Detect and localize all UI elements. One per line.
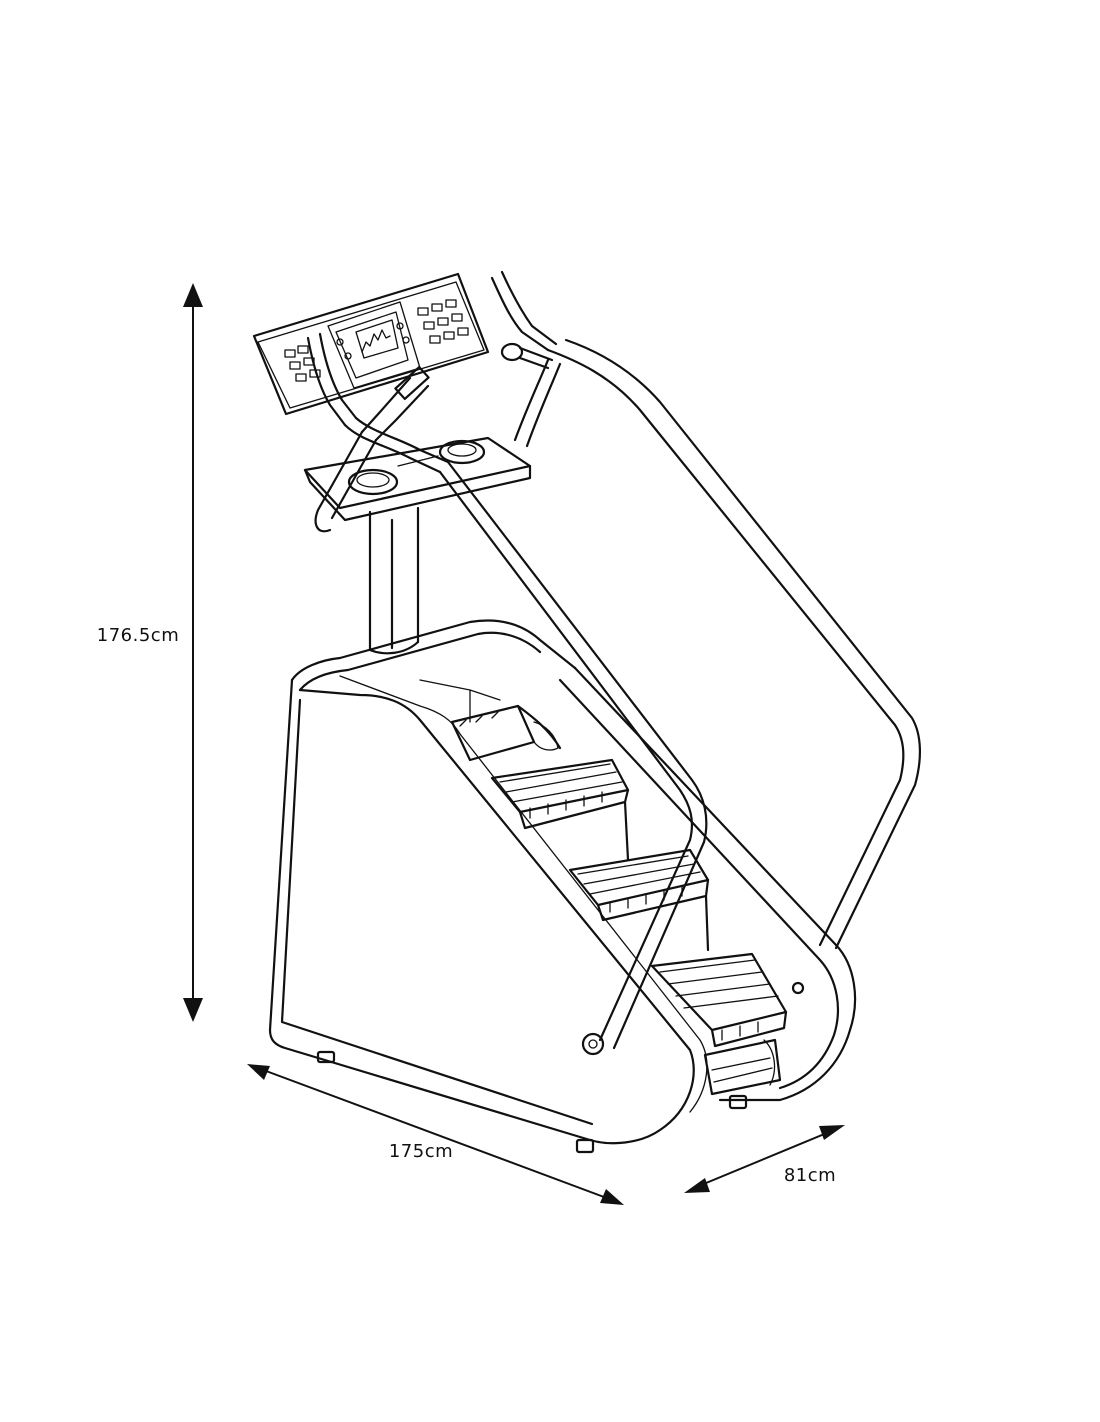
side-knob [791,981,805,995]
front-handles [306,332,430,442]
step-upper [490,758,630,862]
step-lower [650,952,788,1096]
stair-climber [252,270,922,1154]
length-dimension: 175cm [247,1064,624,1205]
main-housing [268,619,857,1145]
width-dimension: 81cm [684,1125,845,1193]
left-handrail [314,416,708,1056]
length-label: 175cm [389,1141,453,1162]
console-keypad [336,322,410,360]
step-middle [568,848,710,952]
console-buttons-right [417,299,469,344]
motor-detail [533,721,776,1086]
console [252,272,490,416]
height-label: 176.5cm [97,625,179,646]
height-dimension: 176.5cm [97,283,203,1022]
right-handrail [490,270,922,950]
width-label: 81cm [784,1165,836,1186]
step-top [450,704,562,762]
cup-tray [303,436,532,522]
support-post [368,506,420,655]
feet [316,1050,748,1154]
